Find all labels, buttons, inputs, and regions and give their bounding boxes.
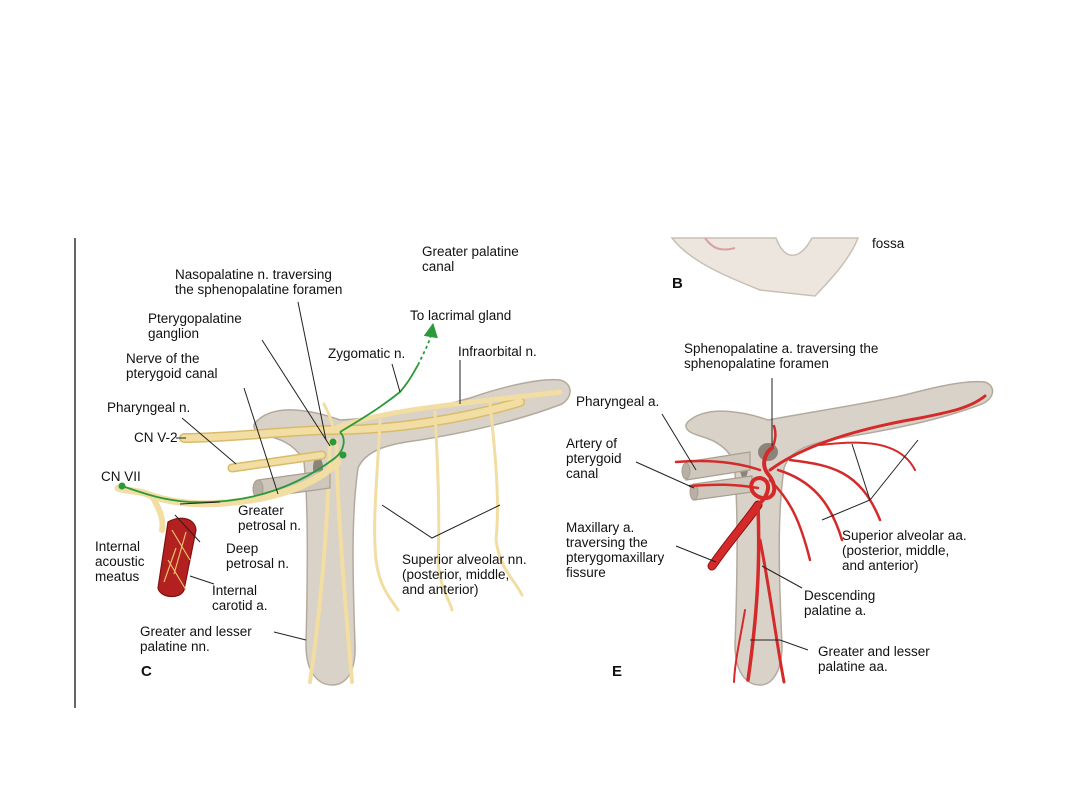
label-greater-petrosal-n: Greater petrosal n. — [238, 503, 302, 533]
label-cn-v2: CN V-2 — [134, 430, 178, 445]
panel-e-leader-lines — [635, 378, 919, 651]
label-greater-palatine-canal: Greater palatine canal — [422, 244, 519, 274]
label-fossa: fossa — [872, 236, 905, 251]
label-nasopalatine-n: Nasopalatine n. traversing the sphenopal… — [175, 267, 343, 297]
label-artery-of-pterygoid-canal: Artery of pterygoid canal — [566, 436, 622, 481]
label-superior-alveolar-nn: Superior alveolar nn. (posterior, middle… — [402, 552, 527, 597]
label-greater-lesser-palatine-nn: Greater and lesser palatine nn. — [140, 624, 252, 654]
panel-letter-c: C — [141, 663, 152, 680]
panel-e-arteries — [674, 394, 987, 684]
panel-letter-b: B — [672, 275, 683, 292]
label-pterygopalatine-ganglion: Pterygopalatine ganglion — [148, 311, 242, 341]
panel-b-bone — [670, 237, 860, 297]
panel-c-nerves — [179, 389, 563, 684]
panel-e-bone — [681, 380, 994, 686]
label-pharyngeal-n: Pharyngeal n. — [107, 400, 191, 415]
label-descending-palatine-a: Descending palatine a. — [804, 588, 876, 618]
panel-letter-e: E — [612, 663, 623, 680]
label-maxillary-a: Maxillary a. traversing the pterygomaxil… — [566, 520, 665, 580]
label-internal-carotid-a: Internal carotid a. — [212, 583, 268, 613]
label-cn-vii: CN VII — [101, 469, 141, 484]
label-internal-acoustic-meatus: Internal acoustic meatus — [95, 539, 145, 584]
panel-c-leader-lines — [174, 301, 501, 641]
panel-e-diagram — [635, 378, 994, 686]
panel-c-internal-carotid — [157, 517, 197, 598]
label-greater-lesser-palatine-aa: Greater and lesser palatine aa. — [818, 644, 930, 674]
panel-c-diagram — [114, 301, 571, 686]
label-infraorbital-n: Infraorbital n. — [458, 344, 537, 359]
label-nerve-of-pterygoid-canal: Nerve of the pterygoid canal — [126, 351, 218, 381]
label-to-lacrimal-gland: To lacrimal gland — [410, 308, 512, 323]
label-pharyngeal-a: Pharyngeal a. — [576, 394, 660, 409]
label-deep-petrosal-n: Deep petrosal n. — [226, 541, 290, 571]
panel-c-parasympathetic-fibers — [118, 322, 438, 504]
label-sphenopalatine-a: Sphenopalatine a. traversing the sphenop… — [684, 341, 879, 371]
panel-c-pterygoid-canal — [252, 469, 331, 499]
label-zygomatic-n: Zygomatic n. — [328, 346, 406, 361]
label-superior-alveolar-aa: Superior alveolar aa. (posterior, middle… — [842, 528, 967, 573]
